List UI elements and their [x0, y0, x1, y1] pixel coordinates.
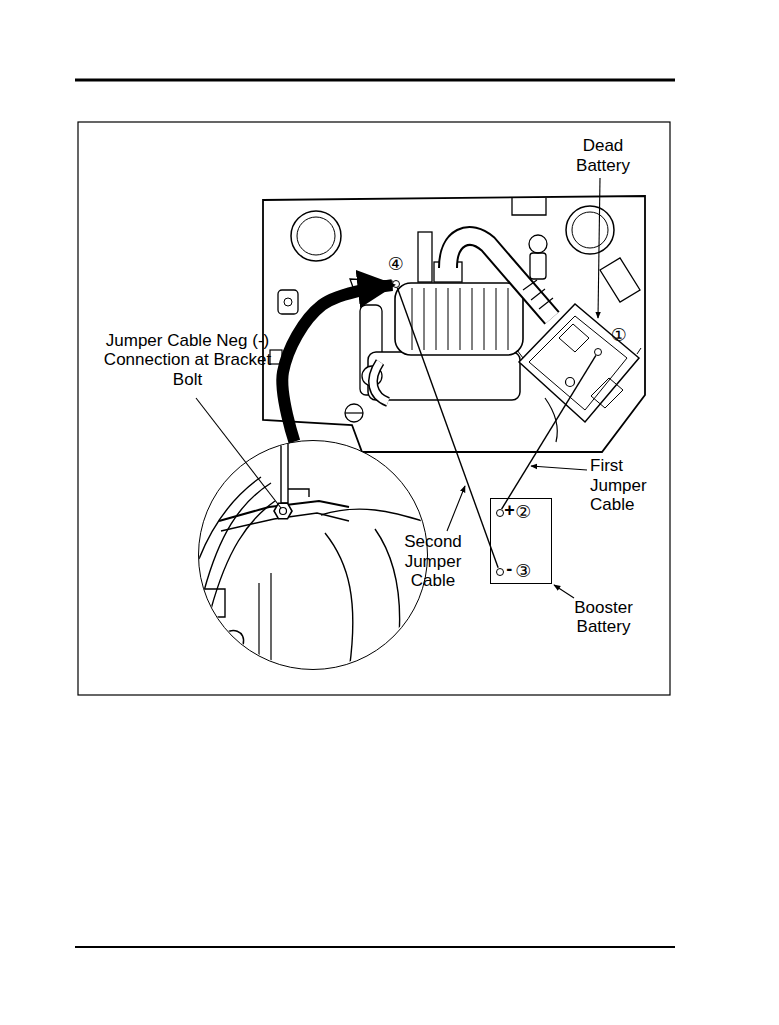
hose [373, 362, 388, 402]
leader-line [531, 466, 587, 470]
bracket [350, 279, 392, 290]
relay-box [278, 290, 298, 314]
hose [373, 362, 388, 402]
intake-hose [448, 236, 552, 318]
battery-terminal [566, 378, 575, 387]
part-label: Booster Battery [568, 598, 640, 637]
battery-terminal: +② [496, 509, 504, 517]
strut-tower [291, 211, 341, 261]
intake-manifold [395, 283, 523, 355]
dead-battery-drawing [515, 298, 643, 428]
strut-tower [566, 206, 614, 254]
booster-battery: Booster Battery+②-③ [490, 498, 552, 584]
bracket [288, 489, 309, 497]
page-rule [75, 946, 675, 948]
callout-number: ② [515, 502, 537, 522]
part-label: Dead Battery [568, 136, 638, 175]
hold-down [517, 348, 641, 358]
bay-panel [545, 398, 557, 442]
cable-label: Second Jumper Cable [398, 532, 468, 591]
part-label: Jumper Cable Neg (-) Connection at Brack… [100, 331, 276, 390]
bracket [219, 501, 349, 521]
leader-line [196, 398, 281, 508]
leader-line [554, 585, 574, 598]
detail-inset: Jumper Cable Neg (-) Connection at Brack… [198, 440, 428, 670]
intake-hose [448, 236, 552, 318]
jumper-cable [397, 288, 498, 568]
connector [199, 589, 225, 617]
battery-terminal: ① [594, 348, 602, 356]
figure-frame [78, 122, 670, 695]
hook [221, 631, 244, 645]
dipstick-tube [281, 439, 288, 503]
manifold-ribs [412, 288, 508, 350]
reservoir [530, 253, 546, 279]
engine-block [368, 352, 520, 400]
bolt-head [274, 503, 292, 519]
relay-box [284, 298, 292, 306]
fuse-box [600, 258, 640, 302]
battery-cap [559, 324, 589, 352]
filler-cap [345, 412, 363, 413]
bolt-head [280, 508, 287, 515]
engine-bay-outline [263, 196, 645, 452]
pointer-arrow [282, 285, 392, 441]
cable-label: First Jumper Cable [590, 456, 652, 515]
manifold [325, 533, 353, 671]
sensor [270, 350, 282, 364]
page-rule [75, 79, 675, 82]
leader-line [447, 486, 465, 531]
callout-number: ④ [388, 254, 412, 274]
callout-number: ③ [515, 561, 537, 581]
strut-tower [297, 217, 335, 255]
reservoir-cap [529, 235, 547, 253]
battery-cap [591, 378, 623, 408]
reservoir [512, 198, 546, 215]
manifold [321, 509, 429, 523]
throttle-body [418, 232, 432, 282]
callout-number: ① [611, 325, 635, 345]
strut-tower [572, 212, 608, 248]
detail-inset-drawing [199, 441, 426, 668]
hose [259, 573, 271, 671]
filler-cap [345, 404, 363, 422]
leader-line [598, 178, 600, 318]
hose [204, 483, 271, 591]
hose-clamp [523, 280, 553, 309]
jumper-cable [502, 355, 596, 509]
battery-terminal: -③ [496, 568, 504, 576]
battery-case [519, 304, 639, 422]
dead-battery: Dead Battery① [515, 298, 643, 428]
manifold [375, 529, 400, 671]
bracket-bolt: ④ [392, 280, 400, 288]
